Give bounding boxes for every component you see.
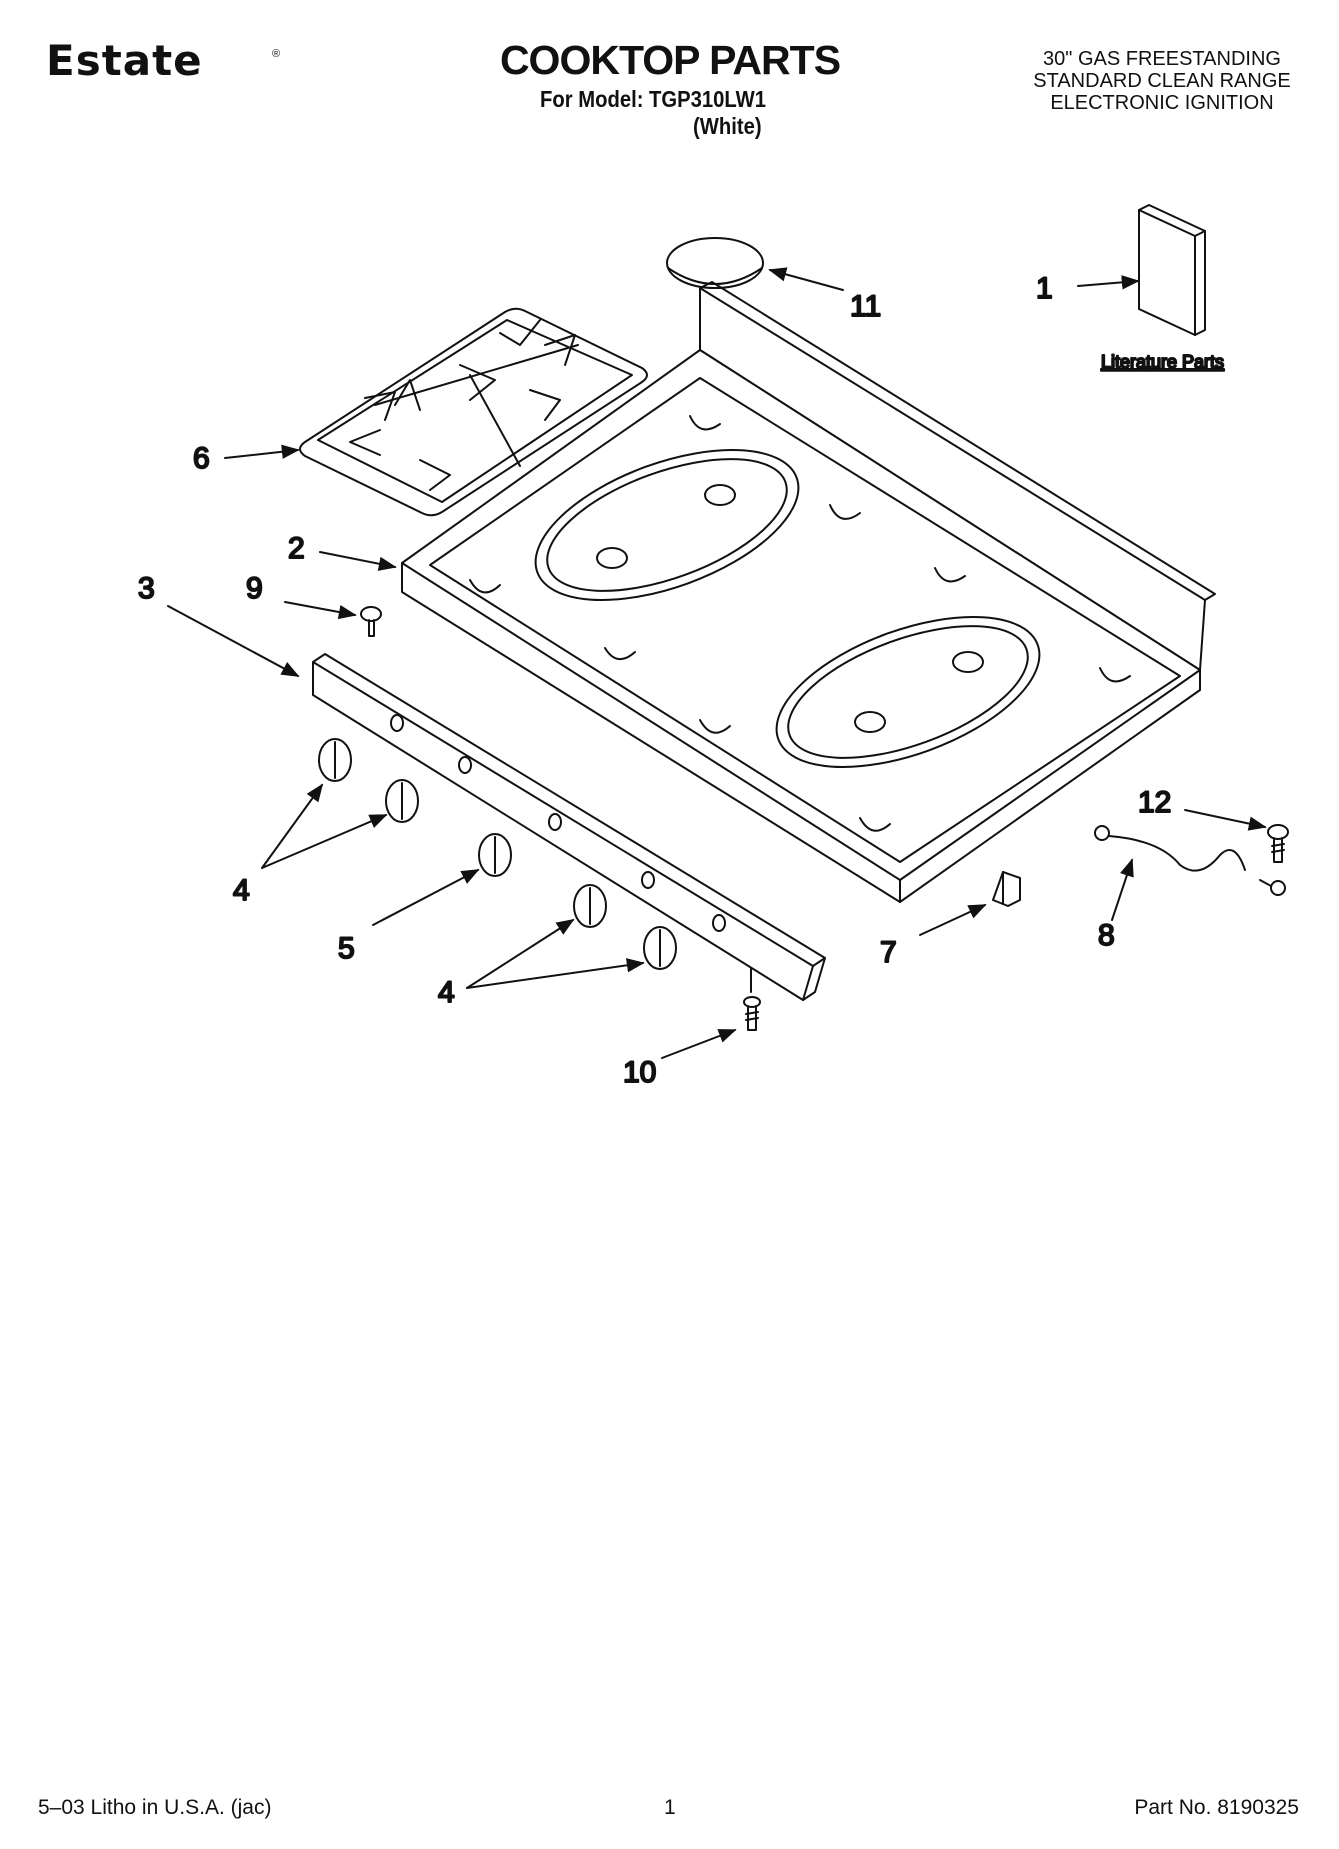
control-knob-part [385, 779, 419, 823]
control-panel-screw-part [743, 967, 761, 1031]
product-description: 30" GAS FREESTANDING STANDARD CLEAN RANG… [1002, 48, 1322, 114]
panel-screw-part [360, 606, 382, 637]
burner-cap-part [666, 237, 764, 289]
burner-grate-part [299, 307, 648, 517]
description-line: STANDARD CLEAN RANGE [1033, 70, 1291, 92]
control-knob-part [573, 884, 607, 928]
callout-1: 1 [1036, 272, 1053, 305]
description-line: 30" GAS FREESTANDING [1043, 48, 1281, 70]
ground-screw-part [1267, 824, 1289, 863]
control-panel-part [312, 653, 826, 1001]
model-line: For Model: TGP310LW1 [540, 86, 767, 112]
callout-9: 9 [246, 572, 263, 605]
ground-wire-part [1094, 825, 1286, 896]
callout-5: 5 [338, 932, 355, 965]
registered-mark: ® [272, 48, 281, 60]
literature-booklet-part [1138, 204, 1206, 336]
callout-6: 6 [193, 442, 210, 475]
control-knob-part [643, 926, 677, 970]
callout-12: 12 [1138, 786, 1171, 819]
brand-logo: Estate [46, 36, 203, 85]
control-knob-part [478, 833, 512, 877]
print-info: 5–03 Litho in U.S.A. (jac) [38, 1796, 272, 1819]
callout-4: 4 [233, 874, 250, 907]
part-number: Part No. 8190325 [1134, 1796, 1299, 1819]
callout-8: 8 [1098, 919, 1115, 952]
callout-3: 3 [138, 572, 155, 605]
callout-10: 10 [623, 1056, 656, 1089]
description-line: ELECTRONIC IGNITION [1050, 92, 1274, 114]
callout-4: 4 [438, 976, 455, 1009]
leader-arrows [167, 267, 1267, 1059]
page-number: 1 [664, 1796, 676, 1819]
model-variant: (White) [693, 113, 762, 139]
cooktop-main-panel-part [401, 281, 1216, 903]
callout-11: 11 [850, 290, 881, 323]
callout-7: 7 [880, 936, 897, 969]
literature-parts-label: Literature Parts [1101, 352, 1224, 372]
control-knob-part [318, 738, 352, 782]
clip-part [992, 871, 1021, 907]
page-title: COOKTOP PARTS [499, 37, 841, 83]
callout-2: 2 [288, 532, 305, 565]
